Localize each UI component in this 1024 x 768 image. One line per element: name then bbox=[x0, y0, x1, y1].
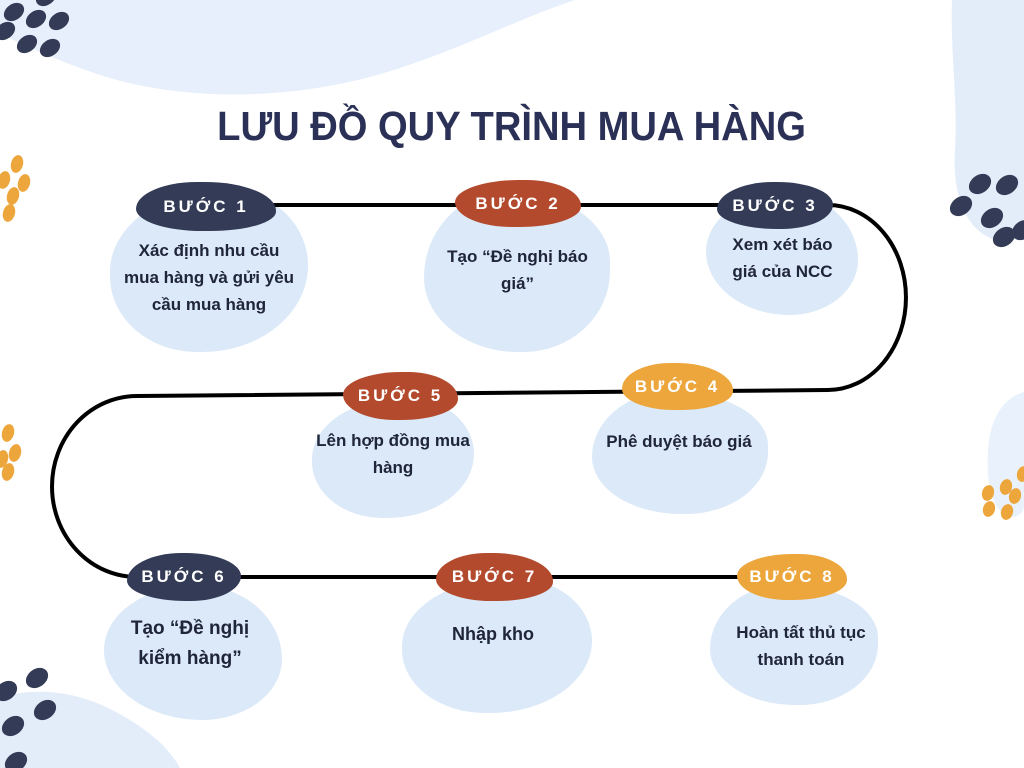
step-6-blob bbox=[104, 585, 282, 720]
dots-cluster-right-middle bbox=[981, 466, 1024, 520]
step-5-badge-label: BƯỚC 5 bbox=[357, 386, 444, 405]
dot-icon bbox=[48, 11, 70, 31]
dot-icon bbox=[1016, 466, 1024, 482]
step-2-badge: BƯỚC 2 bbox=[455, 180, 581, 227]
dot-icon bbox=[3, 2, 25, 22]
dot-icon bbox=[949, 195, 973, 217]
dot-icon bbox=[995, 174, 1019, 196]
dot-icon bbox=[6, 187, 20, 205]
dots-cluster-top-left bbox=[0, 0, 70, 58]
dot-icon bbox=[999, 479, 1013, 495]
dots-cluster-top-right bbox=[949, 173, 1024, 248]
edge-blob-right-middle bbox=[987, 392, 1024, 517]
dot-icon bbox=[1, 424, 15, 442]
dot-icon bbox=[0, 450, 9, 468]
step-2-badge-label: BƯỚC 2 bbox=[475, 193, 561, 213]
dot-icon bbox=[33, 699, 57, 721]
step-7-badge: BƯỚC 7 bbox=[436, 553, 553, 601]
dot-icon bbox=[968, 173, 992, 195]
step-5-description: Lên hợp đồng mua hàng bbox=[316, 431, 470, 477]
dot-icon bbox=[1, 463, 15, 481]
step-8-blob bbox=[710, 585, 878, 705]
page-title: LƯU ĐỒ QUY TRÌNH MUA HÀNG bbox=[217, 103, 807, 149]
step-3-description: Xem xét báo giá của NCC bbox=[732, 235, 833, 281]
corner-blob-top-left bbox=[0, 0, 575, 95]
dots-cluster-left-upper bbox=[0, 155, 31, 222]
dot-icon bbox=[1008, 488, 1022, 504]
dot-icon bbox=[1011, 219, 1024, 241]
dot-icon bbox=[0, 680, 18, 702]
dot-icon bbox=[1000, 504, 1014, 520]
step-7-badge-label: BƯỚC 7 bbox=[451, 567, 538, 586]
dot-icon bbox=[981, 485, 995, 501]
dot-icon bbox=[1, 715, 25, 737]
step-1-description: Xác định nhu cầu mua hàng và gửi yêu cầu… bbox=[123, 241, 295, 314]
step-3-badge-label: BƯỚC 3 bbox=[732, 195, 818, 215]
dot-icon bbox=[16, 34, 38, 54]
dot-icon bbox=[982, 501, 996, 517]
step-6-badge: BƯỚC 6 bbox=[127, 553, 241, 601]
step-7-description: Nhập kho bbox=[451, 624, 534, 644]
step-8-badge: BƯỚC 8 bbox=[737, 554, 847, 600]
dot-icon bbox=[980, 207, 1004, 229]
dot-icon bbox=[17, 174, 31, 192]
step-4-description: Phê duyệt báo giá bbox=[606, 432, 752, 451]
dot-icon bbox=[10, 155, 24, 173]
step-4-badge-label: BƯỚC 4 bbox=[634, 376, 721, 396]
step-6-badge-label: BƯỚC 6 bbox=[141, 567, 227, 586]
dot-icon bbox=[25, 9, 47, 29]
step-5-badge: BƯỚC 5 bbox=[343, 372, 458, 420]
dots-cluster-left-middle bbox=[0, 424, 22, 481]
step-2-description: Tạo “Đề nghị báo giá” bbox=[447, 247, 588, 293]
dot-icon bbox=[8, 444, 22, 462]
step-8-description: Hoàn tất thủ tục thanh toán bbox=[736, 623, 866, 669]
step-8-badge-label: BƯỚC 8 bbox=[749, 567, 835, 586]
dot-icon bbox=[39, 38, 61, 58]
dots-cluster-bottom-left bbox=[0, 667, 57, 768]
dot-icon bbox=[4, 751, 28, 768]
step-4-badge: BƯỚC 4 bbox=[622, 363, 733, 410]
dot-icon bbox=[2, 204, 16, 222]
dot-icon bbox=[25, 667, 49, 689]
step-1-badge-label: BƯỚC 1 bbox=[163, 196, 249, 216]
dot-icon bbox=[992, 226, 1016, 248]
dot-icon bbox=[0, 21, 16, 41]
step-3-badge: BƯỚC 3 bbox=[717, 182, 833, 229]
step-6-description: Tạo “Đề nghị kiểm hàng” bbox=[130, 618, 250, 670]
dot-icon bbox=[35, 0, 57, 7]
dot-icon bbox=[0, 171, 11, 189]
